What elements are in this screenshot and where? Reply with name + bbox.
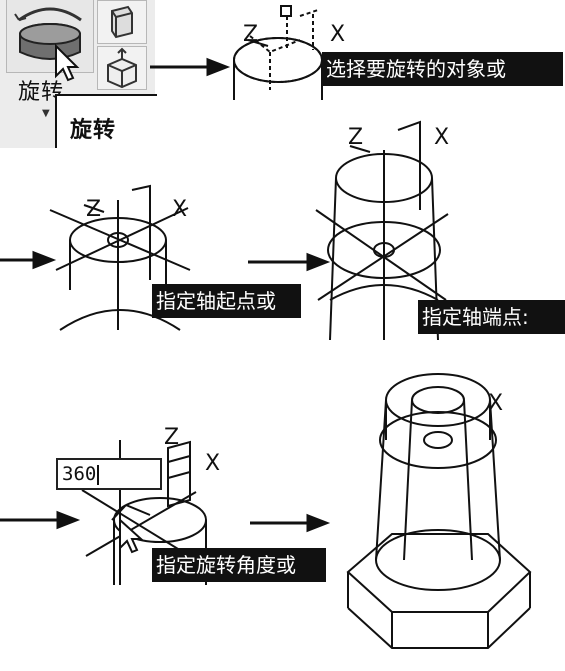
dropdown-caret-icon[interactable]: ▼ xyxy=(42,108,50,119)
x-axis-label: X xyxy=(434,125,449,150)
mouse-pointer-icon xyxy=(119,517,144,554)
angle-input[interactable]: 360 xyxy=(56,458,162,490)
z-axis-label: Z xyxy=(86,197,101,222)
angle-input-value[interactable]: 360 xyxy=(62,463,97,485)
x-axis-label: X xyxy=(488,391,503,416)
step1-model xyxy=(233,5,323,100)
text-caret xyxy=(97,464,100,485)
x-axis-label: X xyxy=(330,22,345,47)
small-face-button[interactable] xyxy=(97,0,147,44)
revolve-icon xyxy=(14,7,82,60)
tooltip xyxy=(55,94,157,148)
step1-arrow xyxy=(150,57,231,77)
small-face-icon xyxy=(111,5,133,39)
step3-arrow xyxy=(248,252,331,272)
revolve-button[interactable] xyxy=(6,0,94,73)
x-axis-label: X xyxy=(172,197,187,222)
z-axis-label: Z xyxy=(164,425,179,450)
step2-arrow xyxy=(0,250,57,270)
prompt-rotation-angle: 指定旋转角度或 xyxy=(152,548,326,582)
prompt-axis-start: 指定轴起点或 xyxy=(152,284,301,318)
x-axis-label: X xyxy=(205,451,220,476)
tooltip-title: 旋转 xyxy=(70,118,117,143)
z-axis-label: Z xyxy=(243,22,258,47)
small-box-button[interactable] xyxy=(97,46,147,90)
prompt-select-objects: 选择要旋转的对象或 xyxy=(322,52,563,86)
step4-arrow-out xyxy=(250,513,331,533)
final-model xyxy=(346,373,532,649)
z-axis-label: Z xyxy=(348,125,363,150)
prompt-axis-end: 指定轴端点: xyxy=(418,300,565,334)
small-box-icon xyxy=(107,47,137,89)
step4-arrow-in xyxy=(0,510,81,530)
